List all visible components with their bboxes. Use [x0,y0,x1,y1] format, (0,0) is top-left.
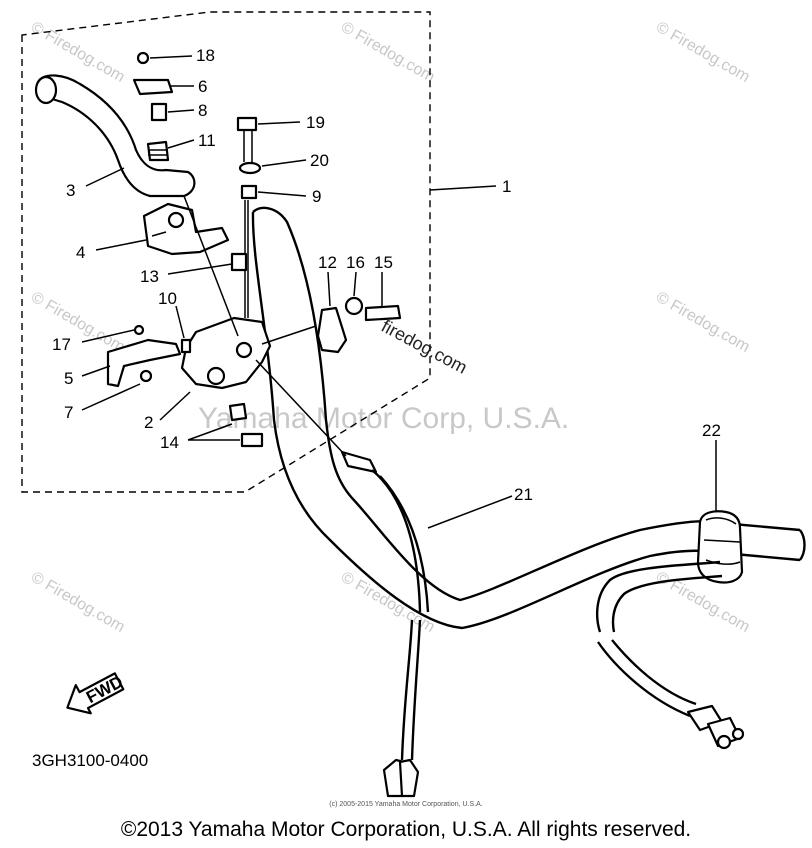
callout-13: 13 [140,267,159,286]
callout-5: 5 [64,369,73,388]
clutch-lever [34,74,196,198]
callout-11: 11 [198,131,216,150]
callout-22: 22 [702,421,721,440]
assembly-boundary [21,11,431,493]
callout-2: 2 [144,413,153,432]
callout-15: 15 [374,253,393,272]
drawing-number: 3GH3100-0400 [32,751,148,770]
callout-labels: 18 6 8 11 19 20 9 1 3 4 13 12 16 15 10 1… [52,46,721,504]
leader-lines [81,55,717,529]
watermark-firedog: © Firedog.com [653,19,753,86]
watermark-firedog: © Firedog.com [338,19,438,86]
callout-7: 7 [64,403,73,422]
lever-holder [142,202,230,256]
watermark-firedog: © Firedog.com [653,289,753,356]
callout-9: 9 [312,187,321,206]
handlebar [251,206,806,630]
clutch-switch-cable [340,450,430,798]
callout-14: 14 [160,433,179,452]
callout-16: 16 [346,253,365,272]
watermark-firedog-inline: firedog.com [378,316,470,378]
callout-3: 3 [66,181,75,200]
bolt-stack [230,116,262,318]
callout-21: 21 [514,485,533,504]
watermark-firedog: © Firedog.com [28,289,128,356]
switch-wiring [595,560,745,750]
callout-6: 6 [198,77,207,96]
callout-12: 12 [318,253,337,272]
fwd-label: FWD [83,672,126,707]
callout-4: 4 [76,243,85,262]
fwd-arrow: FWD [66,672,126,715]
watermark-firedog: © Firedog.com [28,19,128,86]
handlebar-switch [696,510,744,584]
callout-20: 20 [310,151,329,170]
fine-print: (c) 2005-2015 Yamaha Motor Corporation, … [329,801,482,808]
watermark-yamaha: Yamaha Motor Corp, U.S.A. [198,402,569,435]
clutch-perch [106,316,272,448]
copyright-notice: ©2013 Yamaha Motor Corporation, U.S.A. A… [121,818,691,841]
callout-18: 18 [196,46,215,65]
cable-bracket [316,296,402,354]
callout-10: 10 [158,289,177,308]
upper-hardware [132,51,174,162]
watermark-firedog: © Firedog.com [28,569,128,636]
callout-19: 19 [306,113,325,132]
watermark-firedog: © Firedog.com [338,569,438,636]
callout-8: 8 [198,101,207,120]
callout-1: 1 [502,177,511,196]
callout-17: 17 [52,335,71,354]
